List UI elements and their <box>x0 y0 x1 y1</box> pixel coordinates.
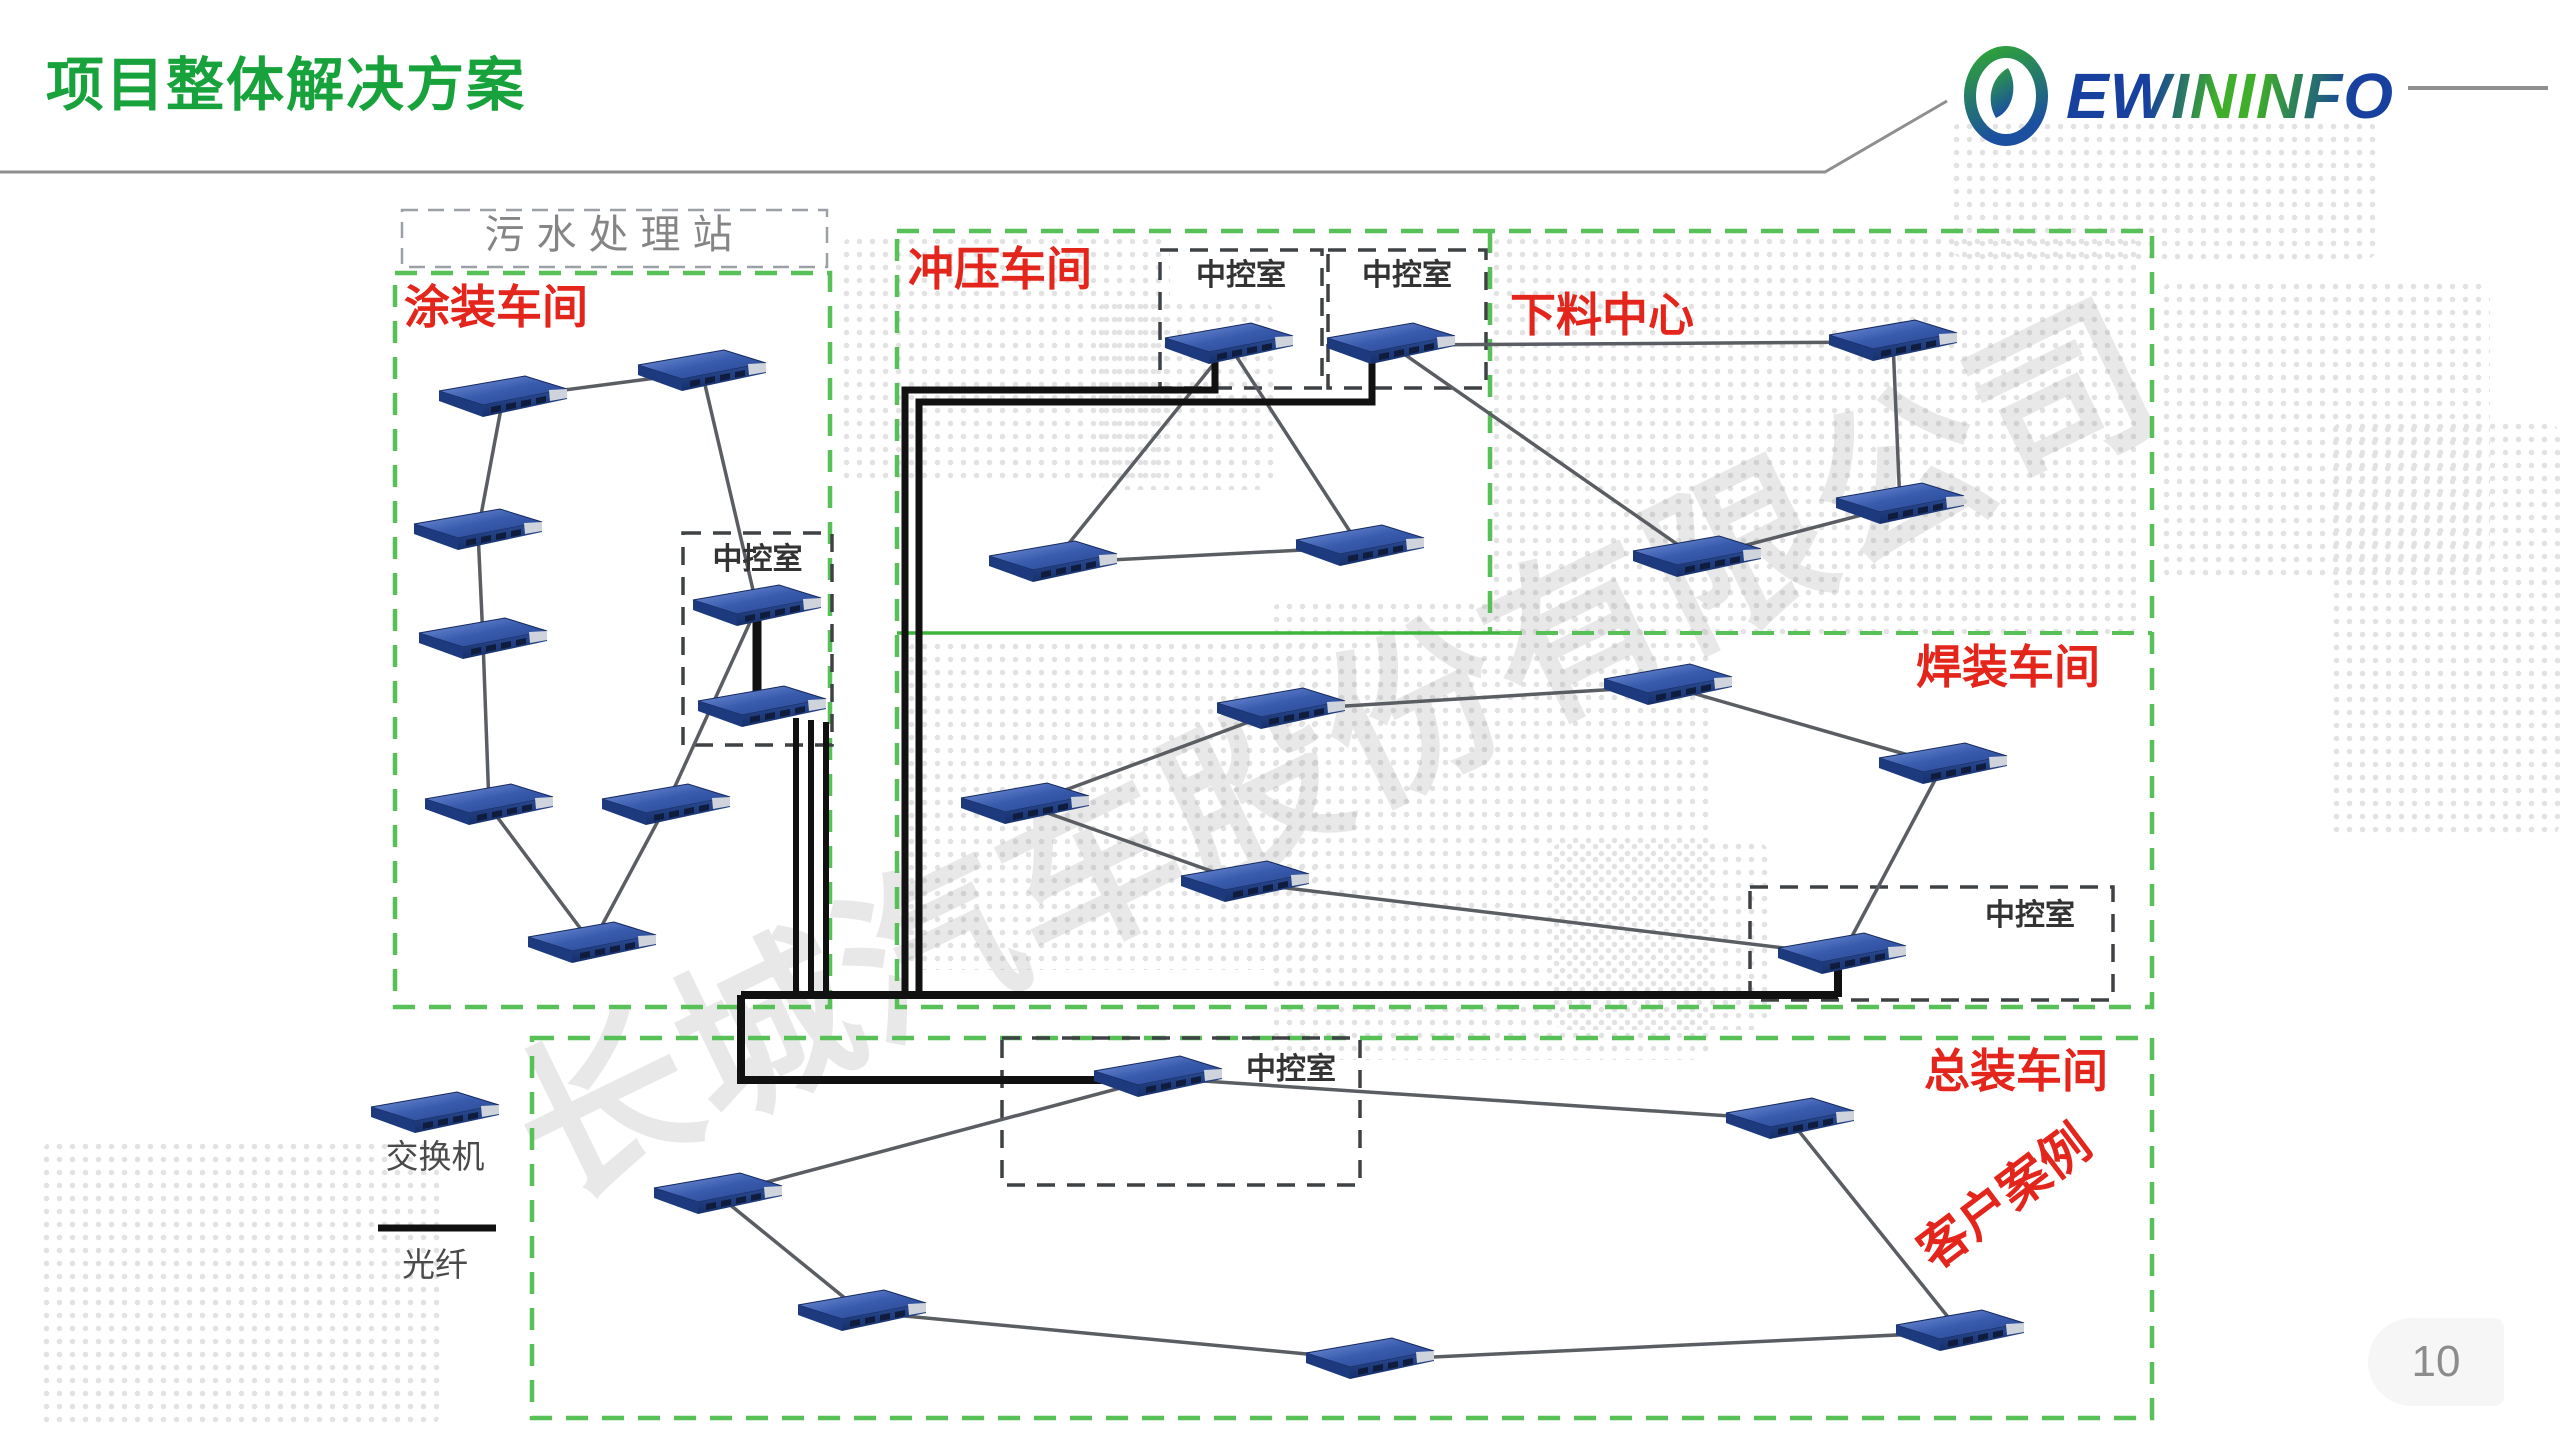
zone-label-welding: 焊装车间 <box>1916 641 2100 693</box>
zone-label-painting: 涂装车间 <box>404 281 588 333</box>
network-switch <box>1305 1337 1435 1380</box>
control-room-box-painting <box>681 531 834 747</box>
network-switch <box>1326 322 1456 365</box>
page-title: 项目整体解决方案 <box>46 53 527 118</box>
network-switch <box>413 508 543 551</box>
zone-label-assembly: 总装车间 <box>1924 1045 2108 1097</box>
network-switch <box>418 617 548 660</box>
map-dots-patch <box>1950 120 2380 260</box>
network-switch <box>1828 319 1958 362</box>
network-switch <box>438 375 568 418</box>
zone-box-painting <box>392 270 833 1010</box>
company-logo: EWININFO <box>1962 46 2394 146</box>
header-rule <box>0 86 2548 174</box>
network-switch <box>1164 322 1294 365</box>
network-switch <box>653 1172 783 1215</box>
network-switch <box>988 540 1118 583</box>
map-dots-patch <box>1490 235 2140 635</box>
page-number-badge: 10 <box>2368 1318 2504 1406</box>
logo-wordmark: EWININFO <box>2066 60 2394 132</box>
control-room-label: 中控室 <box>1985 899 2075 932</box>
network-switch <box>1895 1309 2025 1352</box>
legend-switch-icon <box>370 1091 500 1134</box>
logo-leaf-icon <box>1964 46 2048 146</box>
zone-box-sewage <box>400 208 829 269</box>
network-switch <box>637 349 767 392</box>
zone-label-stamping: 冲压车间 <box>908 243 1092 295</box>
map-dots-patch <box>40 1140 440 1430</box>
switches <box>370 319 2025 1380</box>
control-room-box-welding <box>1748 885 2115 1002</box>
zone-label-sewage: 污水处理站 <box>484 213 745 257</box>
network-switch <box>797 1289 927 1332</box>
legend-fiber-label: 光纤 <box>402 1246 468 1283</box>
legend-switch-label: 交换机 <box>385 1138 485 1175</box>
network-switch <box>1725 1097 1855 1140</box>
control-room-box-stamping-2 <box>1326 248 1488 390</box>
network-switch <box>1295 524 1425 567</box>
zone-box-north <box>894 228 2155 1010</box>
network-switch <box>601 783 731 826</box>
zone-label-blanking: 下料中心 <box>1510 289 1694 341</box>
map-dots-patch <box>2330 420 2560 840</box>
network-switch <box>1216 687 1346 730</box>
control-room-box-assembly <box>1000 1036 1362 1187</box>
network-switch <box>527 921 657 964</box>
network-switch <box>1878 742 2008 785</box>
control-room-label: 中控室 <box>1196 259 1286 292</box>
network-switch <box>692 584 822 627</box>
control-room-label: 中控室 <box>1362 259 1452 292</box>
fiber-trunks <box>378 356 1842 1232</box>
network-switch <box>424 783 554 826</box>
control-room-label: 中控室 <box>1246 1053 1336 1086</box>
page-number: 10 <box>2411 1337 2461 1386</box>
network-switch <box>1632 535 1762 578</box>
network-switch <box>1777 932 1907 975</box>
control-room-label: 中控室 <box>712 543 803 576</box>
